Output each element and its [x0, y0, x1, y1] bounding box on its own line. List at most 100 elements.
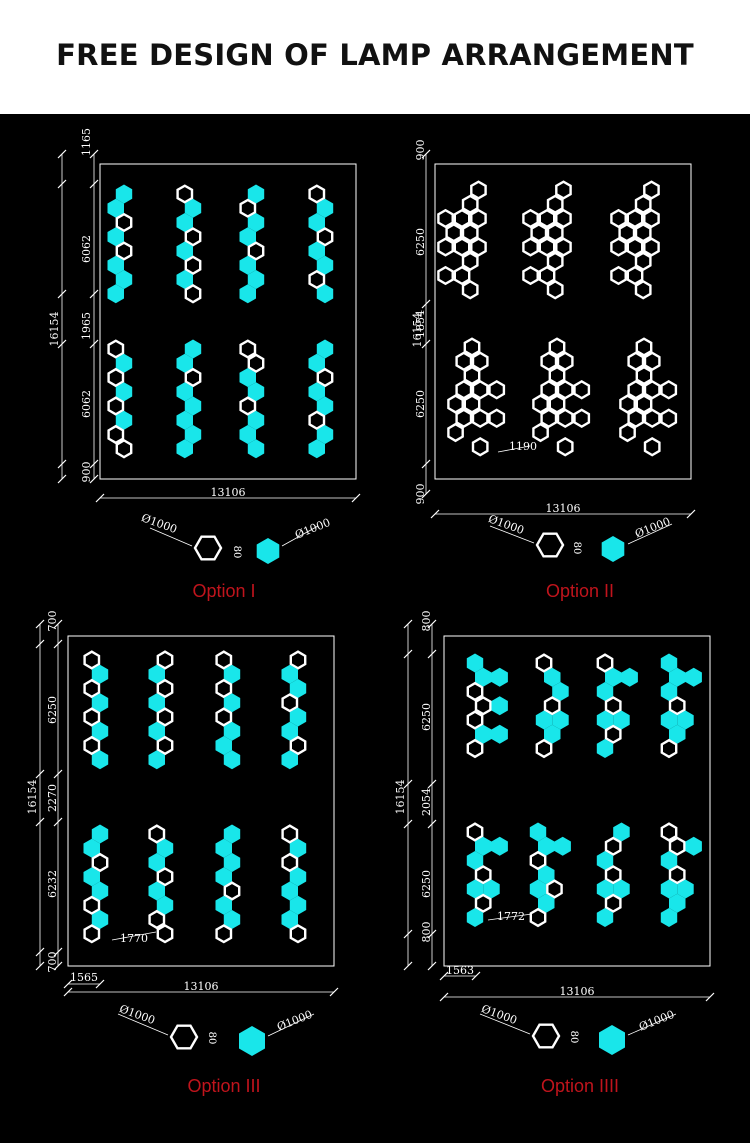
hex-lamp — [463, 365, 481, 386]
hex-lamp — [596, 682, 614, 701]
hex-lamp — [215, 867, 232, 887]
spec-fill-diameter: Ø1000 — [637, 1008, 676, 1034]
room-outline — [99, 163, 357, 480]
hex-lamp — [604, 865, 622, 885]
hex-lamp — [176, 184, 194, 204]
hex-lamp — [538, 208, 556, 229]
hex-lamp — [239, 227, 256, 247]
hex-lamp — [596, 653, 614, 673]
hex-lamp — [148, 881, 165, 901]
hex-lamp — [643, 408, 661, 428]
hex-lamp — [605, 667, 622, 687]
dimension-tick — [95, 979, 105, 989]
hex-lamp — [437, 237, 454, 257]
hex-lamp — [316, 396, 334, 416]
hex-lamp — [308, 353, 325, 373]
hex-lamp — [461, 280, 479, 300]
dim-gap: 2054 — [420, 788, 433, 816]
dim-width: 13106 — [546, 502, 581, 515]
dimension-tick — [403, 779, 413, 789]
hex-lamp — [308, 241, 325, 261]
spec-outline-diameter: Ø1000 — [480, 1002, 519, 1027]
lamp-filled-icon — [256, 538, 280, 564]
hex-lamp — [223, 910, 241, 929]
hex-lamp — [546, 194, 564, 214]
hex-lamp — [107, 339, 125, 359]
dim-height-total: 16154 — [411, 313, 424, 348]
dimension-tick — [89, 289, 99, 299]
hex-lamp — [470, 180, 487, 200]
hex-lamp — [247, 382, 265, 402]
hex-lamp — [289, 867, 307, 887]
hex-lamp — [596, 908, 614, 927]
hex-lamp — [176, 270, 193, 289]
hex-lamp — [660, 822, 678, 842]
option-4-label: Option IIII — [540, 1076, 620, 1096]
hex-lamp — [215, 924, 233, 944]
hex-lamp — [176, 439, 193, 459]
hex-lamp — [470, 208, 487, 229]
hex-lamp — [643, 237, 660, 257]
dimension-line — [281, 525, 319, 547]
hex-lamp — [463, 337, 481, 357]
hex-lamp — [540, 351, 558, 371]
hex-lamp — [466, 681, 484, 702]
hex-lamp — [556, 351, 574, 371]
hex-lamp — [223, 853, 241, 872]
hex-lamp — [660, 851, 678, 870]
dimension-line — [117, 1013, 169, 1036]
hex-lamp — [107, 198, 124, 218]
dimension-tick — [421, 459, 431, 469]
hex-lamp — [437, 208, 454, 229]
dimension-tick — [430, 509, 440, 519]
hex-lamp — [115, 270, 133, 289]
dim-gap: 2270 — [46, 784, 59, 812]
hex-lamp — [215, 736, 232, 755]
hex-lamp — [455, 351, 473, 371]
spec-outline-diameter: Ø1000 — [140, 511, 179, 536]
hex-lamp — [660, 380, 678, 400]
dimension-tick — [421, 299, 431, 309]
hex-lamp — [148, 721, 165, 741]
hex-lamp — [634, 280, 652, 300]
page-title: FREE DESIGN OF LAMP ARRANGEMENT — [56, 38, 694, 72]
hex-lamp — [115, 212, 133, 233]
hex-lamp — [634, 194, 652, 214]
hex-lamp — [466, 653, 484, 673]
hex-lamp — [107, 424, 125, 445]
hex-lamp — [83, 735, 101, 756]
hex-lamp — [596, 851, 614, 870]
dimension-tick — [89, 149, 99, 159]
hex-lamp — [316, 255, 334, 275]
hex-lamp — [491, 667, 508, 687]
hex-lamp — [281, 693, 299, 713]
spec-profile: 80 — [568, 1031, 579, 1044]
dimension-tick — [53, 961, 63, 971]
dim-gap: 1854 — [414, 310, 427, 338]
dimension-tick — [53, 769, 63, 779]
hex-lamp — [532, 394, 549, 414]
dimension-line — [497, 445, 531, 453]
hex-lamp — [685, 836, 702, 856]
dimension-tick — [35, 639, 45, 649]
dimension-line — [479, 1013, 531, 1035]
dimension-line — [489, 525, 535, 544]
hex-lamp — [115, 439, 133, 459]
hex-lamp — [491, 696, 508, 716]
dim-block-2: 6062 — [80, 390, 93, 418]
dim-spacing: 1770 — [120, 932, 148, 945]
hex-lamp — [634, 251, 652, 271]
hex-lamp — [107, 227, 124, 247]
hex-lamp — [669, 724, 686, 744]
hex-lamp — [660, 879, 678, 899]
lamp-filled-icon — [599, 1025, 625, 1055]
hex-lamp — [613, 879, 630, 899]
hex-lamp — [91, 881, 109, 901]
hex-lamp — [610, 265, 627, 286]
hex-lamp — [148, 853, 165, 872]
hex-lamp — [115, 184, 133, 204]
hex-lamp — [491, 724, 508, 744]
lamp-outline-icon — [531, 1023, 561, 1049]
hex-lamp — [91, 693, 109, 713]
